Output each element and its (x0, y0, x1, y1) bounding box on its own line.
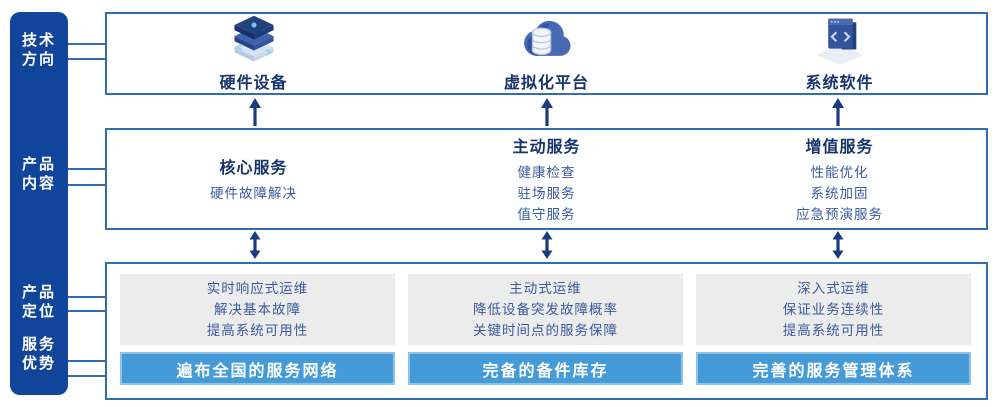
positioning-points-panel: 主动式运维 降低设备突发故障概率 关键时间点的服务保障 (408, 274, 683, 345)
tech-item-system-software: 系统软件 (693, 14, 986, 93)
positioning-points-panel: 深入式运维 保证业务连续性 提高系统可用性 (696, 274, 971, 345)
sidebar-label-service-advantage: 服务 优势 (10, 335, 68, 373)
double-arrow (541, 231, 553, 259)
sidebar: 技术 方向 产品 内容 产品 定位 服务 优势 (10, 12, 68, 395)
tech-item-label: 硬件设备 (219, 75, 288, 92)
service-title: 核心服务 (219, 160, 288, 177)
sidebar-label-line: 定位 (21, 303, 56, 320)
service-item: 性能优化 (810, 165, 869, 180)
connector-line (68, 360, 105, 362)
product-positioning-panel: 实时响应式运维 解决基本故障 提高系统可用性 遍布全国的服务网络 主动式运维 降… (105, 262, 988, 400)
connector-line (68, 375, 105, 377)
sidebar-label-line: 产品 (21, 156, 56, 173)
positioning-point: 提高系统可用性 (206, 323, 309, 338)
advantage-banner: 遍布全国的服务网络 (120, 352, 395, 385)
positioning-point: 提高系统可用性 (782, 323, 885, 338)
tech-item-hardware: 硬件设备 (107, 14, 400, 93)
connector-line (68, 168, 105, 170)
code-window-icon (815, 18, 864, 65)
tech-direction-panel: 硬件设备 虚拟化平台 系统软件 (105, 12, 988, 95)
connector-line (68, 43, 105, 45)
sidebar-label-line: 方向 (21, 51, 56, 68)
tech-item-label: 虚拟化平台 (503, 75, 589, 92)
double-arrow (832, 231, 844, 259)
service-column-proactive: 主动服务 健康检查 驻场服务 值守服务 (400, 130, 693, 228)
sidebar-label-line: 内容 (21, 175, 56, 192)
double-arrow (249, 231, 261, 259)
advantage-banner: 完善的服务管理体系 (696, 352, 971, 385)
positioning-point: 降低设备突发故障概率 (473, 302, 618, 317)
connector-line (68, 58, 105, 60)
positioning-column-indepth: 深入式运维 保证业务连续性 提高系统可用性 完善的服务管理体系 (696, 274, 971, 385)
positioning-point: 解决基本故障 (214, 302, 301, 317)
service-title: 增值服务 (805, 139, 874, 156)
sidebar-label-line: 技术 (21, 32, 56, 49)
service-item: 健康检查 (517, 165, 576, 180)
up-arrow (541, 98, 553, 126)
product-content-panel: 核心服务 硬件故障解决 主动服务 健康检查 驻场服务 值守服务 增值服务 性能优… (105, 128, 988, 230)
positioning-point: 实时响应式运维 (206, 281, 309, 296)
sidebar-label-line: 优势 (21, 355, 56, 372)
positioning-point: 关键时间点的服务保障 (473, 323, 618, 338)
positioning-point: 保证业务连续性 (782, 302, 885, 317)
service-item: 系统加固 (810, 186, 869, 201)
connector-line (68, 296, 105, 298)
tech-item-label: 系统软件 (805, 75, 874, 92)
server-stack-icon (233, 15, 274, 62)
positioning-point: 深入式运维 (797, 281, 870, 296)
positioning-points-panel: 实时响应式运维 解决基本故障 提高系统可用性 (120, 274, 395, 345)
advantage-banner: 完备的备件库存 (408, 352, 683, 385)
positioning-point: 主动式运维 (509, 281, 582, 296)
sidebar-label-line: 服务 (21, 336, 56, 353)
service-item: 值守服务 (517, 207, 576, 222)
sidebar-label-product-content: 产品 内容 (10, 155, 68, 193)
sidebar-label-product-positioning: 产品 定位 (10, 283, 68, 321)
service-item: 应急预演服务 (796, 207, 883, 222)
service-column-core: 核心服务 硬件故障解决 (107, 130, 400, 228)
service-column-value-added: 增值服务 性能优化 系统加固 应急预演服务 (693, 130, 986, 228)
tech-item-virtualization: 虚拟化平台 (400, 14, 693, 93)
positioning-column-realtime: 实时响应式运维 解决基本故障 提高系统可用性 遍布全国的服务网络 (120, 274, 395, 385)
up-arrow (249, 98, 261, 126)
up-arrow (832, 98, 844, 126)
sidebar-label-line: 产品 (21, 284, 56, 301)
sidebar-label-tech-direction: 技术 方向 (10, 31, 68, 69)
service-item: 驻场服务 (517, 186, 576, 201)
connector-line (68, 184, 105, 186)
connector-line (68, 310, 105, 312)
cloud-database-icon (523, 20, 570, 56)
service-title: 主动服务 (512, 139, 581, 156)
positioning-column-proactive: 主动式运维 降低设备突发故障概率 关键时间点的服务保障 完备的备件库存 (408, 274, 683, 385)
service-item: 硬件故障解决 (210, 186, 297, 201)
